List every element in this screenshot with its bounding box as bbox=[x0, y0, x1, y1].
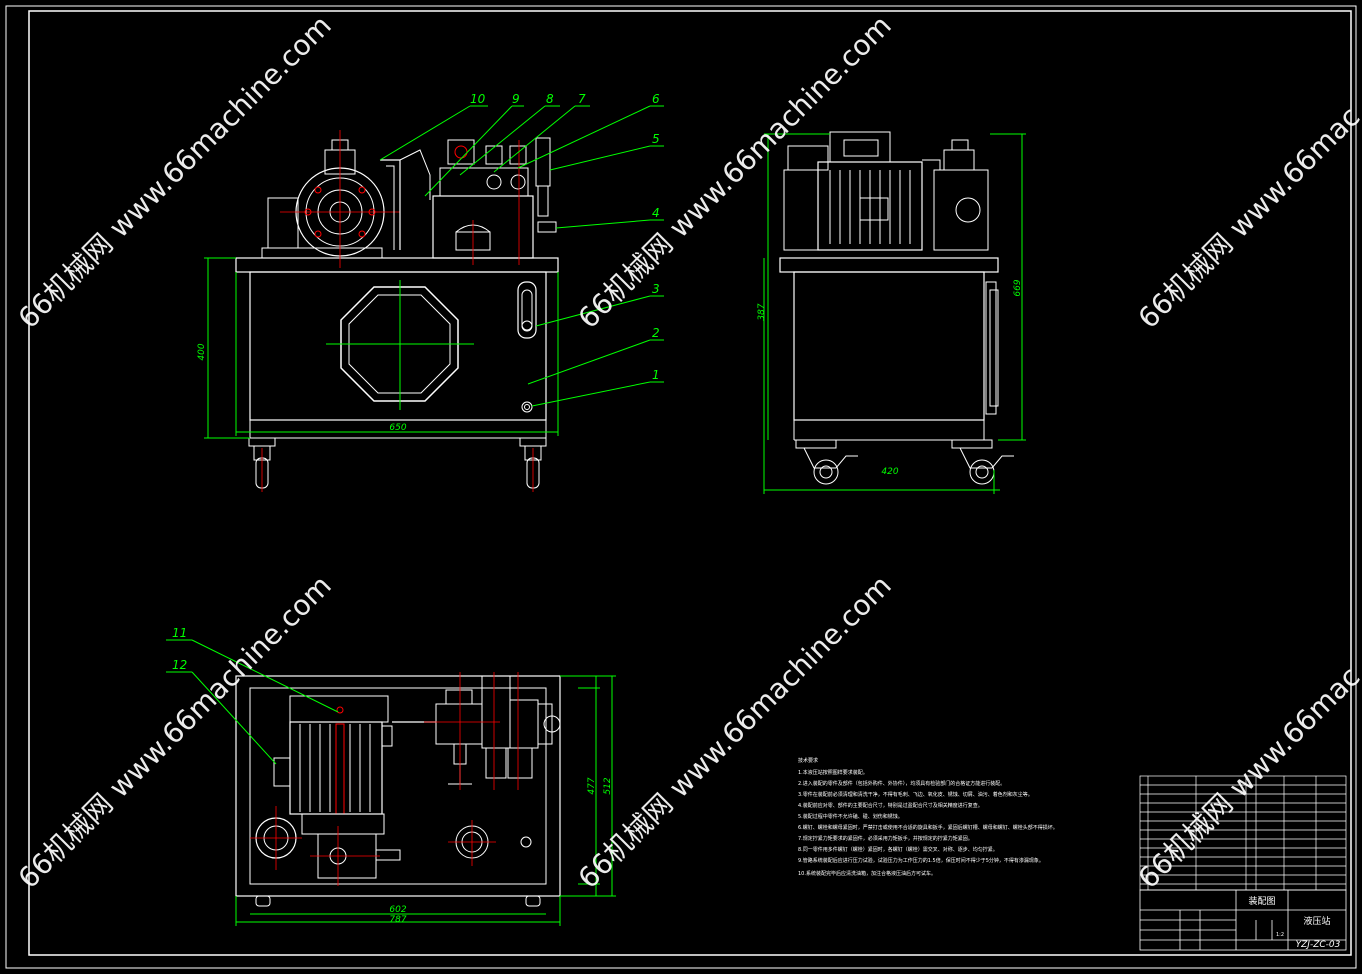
drawing-scale: 1:2 bbox=[1276, 932, 1284, 938]
top-inner-width-dim: 602 bbox=[389, 905, 406, 915]
note-line-8: 8.同一零件用多件螺钉（螺栓）紧固时，各螺钉（螺栓）需交叉、对称、逐步、均匀拧紧… bbox=[798, 846, 998, 853]
note-line-2: 2.进入装配的零件及部件（包括外购件、外协件），均须具有检验部门的合格证方能进行… bbox=[798, 780, 1005, 787]
side-view-labels: 387 669 420 bbox=[757, 279, 1023, 477]
note-line-5: 5.装配过程中零件不允许磕、碰、划伤和锈蚀。 bbox=[798, 813, 903, 820]
outer-frame bbox=[5, 5, 1357, 969]
callout-3: 3 bbox=[652, 282, 660, 296]
top-outer-depth-dim: 512 bbox=[603, 777, 613, 794]
title-block: 装配图 液压站 YZJ-ZC-03 1:2 bbox=[1139, 889, 1347, 951]
watermark-1: 66机械网 www.66machine.com bbox=[12, 9, 338, 335]
technical-notes: 技术要求 1.本液压站按照图样要求装配。 2.进入装配的零件及部件（包括外购件、… bbox=[798, 757, 1058, 877]
front-view-labels: 400 650 10 9 8 7 6 5 4 3 2 1 bbox=[197, 92, 660, 433]
watermark-2: 66机械网 www.66machine.com bbox=[572, 9, 898, 335]
top-view-labels: 11 12 602 787 477 512 bbox=[172, 626, 613, 925]
parts-list bbox=[1139, 775, 1347, 891]
note-line-1: 1.本液压站按照图样要求装配。 bbox=[798, 769, 868, 776]
top-view bbox=[166, 639, 616, 926]
front-height-dim: 400 bbox=[197, 343, 207, 360]
note-line-7: 7.规定拧紧力矩要求的紧固件，必须采用力矩扳手，并按规定的拧紧力矩紧固。 bbox=[798, 835, 973, 842]
callout-8: 8 bbox=[546, 92, 554, 106]
watermark-6: 66机械网 www.66mac bbox=[1132, 660, 1362, 895]
note-line-4: 4.装配前应对零、部件的主要配合尺寸，特别是过盈配合尺寸及相关精度进行复查。 bbox=[798, 802, 983, 809]
note-line-3: 3.零件在装配前必须清理和清洗干净，不得有毛刺、飞边、氧化皮、锈蚀、切屑、油污、… bbox=[798, 791, 1033, 798]
note-line-10: 10.系统装配完毕后应清洗油箱，加注合格液压油后方可试车。 bbox=[798, 870, 936, 877]
inner-frame bbox=[28, 10, 1352, 956]
watermark-4: 66机械网 www.66machine.com bbox=[12, 569, 338, 895]
callout-7: 7 bbox=[578, 92, 586, 106]
front-width-dim: 650 bbox=[389, 423, 406, 433]
callout-11: 11 bbox=[172, 626, 187, 640]
notes-title: 技术要求 bbox=[798, 757, 818, 764]
top-inner-depth-dim: 477 bbox=[587, 777, 597, 794]
side-height-dim: 387 bbox=[757, 303, 767, 320]
callout-6: 6 bbox=[652, 92, 660, 106]
drawing-code: YZJ-ZC-03 bbox=[1296, 940, 1341, 950]
watermarks: 66机械网 www.66machine.com 66机械网 www.66mach… bbox=[12, 9, 1362, 895]
callout-10: 10 bbox=[470, 92, 486, 106]
product-name: 液压站 bbox=[1303, 915, 1330, 927]
callout-2: 2 bbox=[652, 326, 660, 340]
front-view bbox=[204, 105, 664, 492]
callout-9: 9 bbox=[512, 92, 520, 106]
top-outer-width-dim: 787 bbox=[389, 915, 406, 925]
callout-5: 5 bbox=[652, 132, 660, 146]
drawing-name: 装配图 bbox=[1248, 895, 1275, 907]
side-total-height-dim: 669 bbox=[1013, 279, 1023, 296]
note-line-9: 9.管路系统装配后应进行压力试验，试验压力为工作压力的1.5倍，保压时间不得少于… bbox=[798, 857, 1044, 864]
callout-4: 4 bbox=[652, 206, 660, 220]
watermark-3: 66机械网 www.66mac bbox=[1132, 100, 1362, 335]
side-depth-dim: 420 bbox=[881, 467, 898, 477]
side-view bbox=[763, 131, 1026, 494]
note-line-6: 6.螺钉、螺栓和螺母紧固时，严禁打击或使用不合适的旋具和扳手，紧固后螺钉槽、螺母… bbox=[798, 824, 1058, 831]
callout-12: 12 bbox=[172, 658, 187, 672]
callout-1: 1 bbox=[652, 368, 660, 382]
